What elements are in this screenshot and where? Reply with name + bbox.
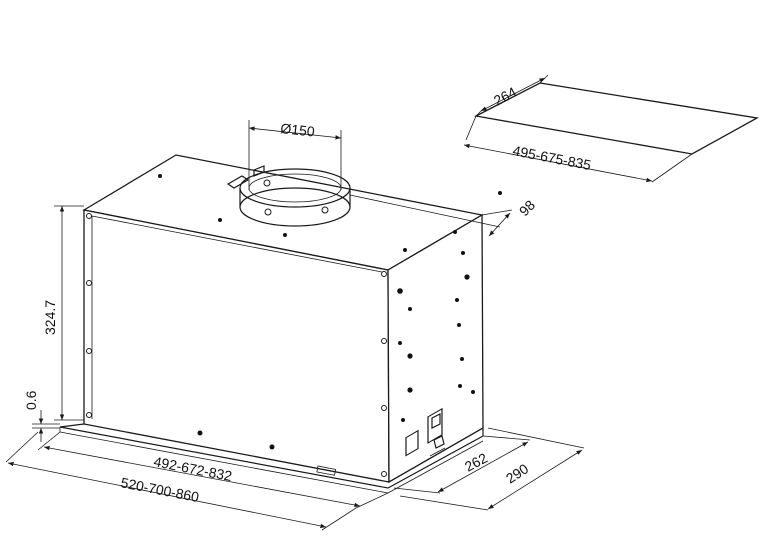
label-height: 324.7 <box>42 300 58 335</box>
label-inner-width: 492-672-832 <box>152 453 233 484</box>
label-duct-diameter: Ø150 <box>280 120 316 140</box>
dimension-outer-width <box>5 431 357 531</box>
dimension-height <box>54 205 84 421</box>
label-bottom-gap: 0.6 <box>23 390 39 410</box>
hood-body <box>59 154 502 494</box>
label-outer-width: 520-700-860 <box>119 474 200 505</box>
duct-collar <box>226 120 351 227</box>
electrical-connector <box>405 407 446 457</box>
dimension-98 <box>349 194 513 237</box>
filter-panel <box>463 74 759 183</box>
label-panel-width: 495-675-835 <box>511 142 592 173</box>
dimension-gap <box>32 410 60 442</box>
label-inner-depth: 262 <box>462 449 490 474</box>
dimension-depths <box>393 427 585 511</box>
label-outer-depth: 290 <box>503 460 531 486</box>
label-duct-offset: 98 <box>516 197 538 219</box>
